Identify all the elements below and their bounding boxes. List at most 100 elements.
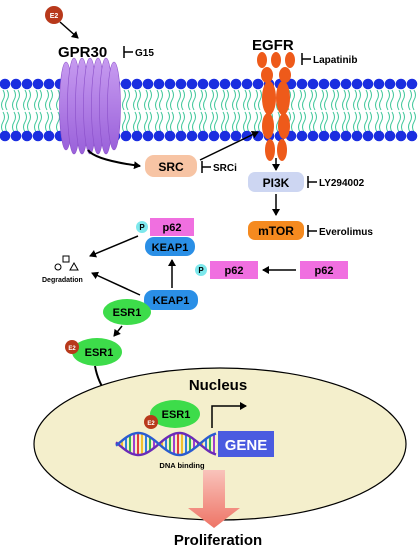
degradation-symbols: Degradation: [42, 255, 83, 284]
lipid-head: [197, 130, 209, 142]
lipid-head: [0, 78, 11, 90]
svg-text:E2: E2: [68, 346, 76, 352]
lipid-head: [395, 78, 407, 90]
lipid-head: [252, 78, 264, 90]
svg-text:Everolimus: Everolimus: [319, 227, 373, 238]
lipid-head: [373, 78, 385, 90]
lipid-head: [406, 78, 418, 90]
lipid-head: [318, 130, 330, 142]
lapatinib-inhibitor: Lapatinib: [301, 53, 357, 66]
lipid-head: [32, 130, 44, 142]
svg-text:SRC: SRC: [158, 160, 184, 174]
svg-text:ESR1: ESR1: [113, 307, 142, 319]
lipid-head: [175, 130, 187, 142]
egfr-label: EGFR: [252, 37, 294, 54]
esr1-ellipse: [72, 338, 122, 366]
lipid-head: [164, 78, 176, 90]
lipid-head: [351, 130, 363, 142]
svg-text:ESR1: ESR1: [85, 347, 114, 359]
lipid-head: [384, 78, 396, 90]
lipid-head: [395, 130, 407, 142]
lipid-head: [219, 130, 231, 142]
lipid-head: [43, 130, 55, 142]
lipid-head: [307, 130, 319, 142]
e2-ligand: [144, 415, 158, 429]
svg-text:Lapatinib: Lapatinib: [313, 55, 357, 66]
lipid-head: [230, 130, 242, 142]
svg-text:P: P: [198, 266, 204, 275]
proliferation-arrow: [188, 470, 240, 528]
lipid-head: [318, 78, 330, 90]
keap1-box: [145, 237, 195, 256]
dna-binding-label: DNA binding: [159, 461, 205, 470]
g15-inhibitor: G15: [123, 46, 154, 59]
esr1-ellipse: [103, 299, 151, 325]
lipid-head: [362, 130, 374, 142]
lipid-head: [10, 130, 22, 142]
svg-text:KEAP1: KEAP1: [153, 295, 190, 307]
lipid-head: [153, 130, 165, 142]
phospho-marker: [195, 264, 207, 276]
lipid-head: [373, 130, 385, 142]
svg-text:P: P: [139, 223, 145, 232]
srci-inhibitor: SRCi: [201, 161, 237, 174]
lipid-head: [153, 78, 165, 90]
proliferation-label: Proliferation: [174, 532, 262, 549]
keap1-esr1-to-degradation-arrow: [91, 271, 141, 296]
e2-ligand: E2: [45, 6, 63, 24]
mtor-node: mTOR: [248, 221, 304, 240]
dna-helix: [115, 431, 217, 457]
keap1-box: [144, 290, 198, 310]
svg-text:p62: p62: [225, 265, 244, 277]
lipid-head: [32, 78, 44, 90]
svg-text:SRCi: SRCi: [213, 163, 237, 174]
ly294002-inhibitor: LY294002: [307, 176, 365, 189]
lipid-head: [340, 78, 352, 90]
svg-text:G15: G15: [135, 48, 154, 59]
svg-text:mTOR: mTOR: [258, 224, 294, 238]
gpr30-label: GPR30: [58, 44, 107, 61]
svg-text:PI3K: PI3K: [263, 176, 290, 190]
lipid-head: [131, 130, 143, 142]
svg-text:p62: p62: [163, 222, 182, 234]
e2-esr1-bound: ESR1 E2: [65, 338, 122, 366]
pi3k-node: PI3K: [248, 172, 304, 192]
p62-phospho: P p62: [195, 261, 258, 279]
egfr-receptor: [257, 52, 295, 161]
esr1-ellipse: [150, 400, 200, 428]
svg-text:KEAP1: KEAP1: [152, 242, 189, 254]
lipid-head: [197, 78, 209, 90]
lipid-head: [362, 78, 374, 90]
lipid-head: [384, 130, 396, 142]
lipid-head: [329, 78, 341, 90]
lipid-head: [296, 130, 308, 142]
lipid-head: [241, 78, 253, 90]
lipid-head: [142, 130, 154, 142]
lipid-head: [230, 78, 242, 90]
lipid-head: [208, 130, 220, 142]
lipid-head: [186, 78, 198, 90]
lipid-head: [120, 78, 132, 90]
e2-ligand: [65, 340, 79, 354]
lipid-head: [351, 78, 363, 90]
transcription-start-arrow: [211, 402, 247, 428]
e2-to-gpr30-arrow: [59, 21, 79, 39]
keap1-esr1-complex: KEAP1 ESR1: [103, 290, 198, 325]
lipid-head: [10, 78, 22, 90]
svg-text:E2: E2: [147, 421, 155, 427]
nuclear-esr1-complex: ESR1 E2: [144, 400, 200, 429]
lipid-head: [186, 130, 198, 142]
lipid-head: [219, 78, 231, 90]
gene-box: GENE: [218, 431, 274, 457]
dna-strand: [115, 431, 217, 457]
esr1-release-arrow: [113, 325, 123, 337]
phospho-marker: [136, 221, 148, 233]
svg-text:p62: p62: [315, 265, 334, 277]
lipid-head: [43, 78, 55, 90]
lipid-head: [329, 130, 341, 142]
svg-text:E2: E2: [50, 13, 59, 20]
lipid-head: [175, 78, 187, 90]
lipid-head: [307, 78, 319, 90]
